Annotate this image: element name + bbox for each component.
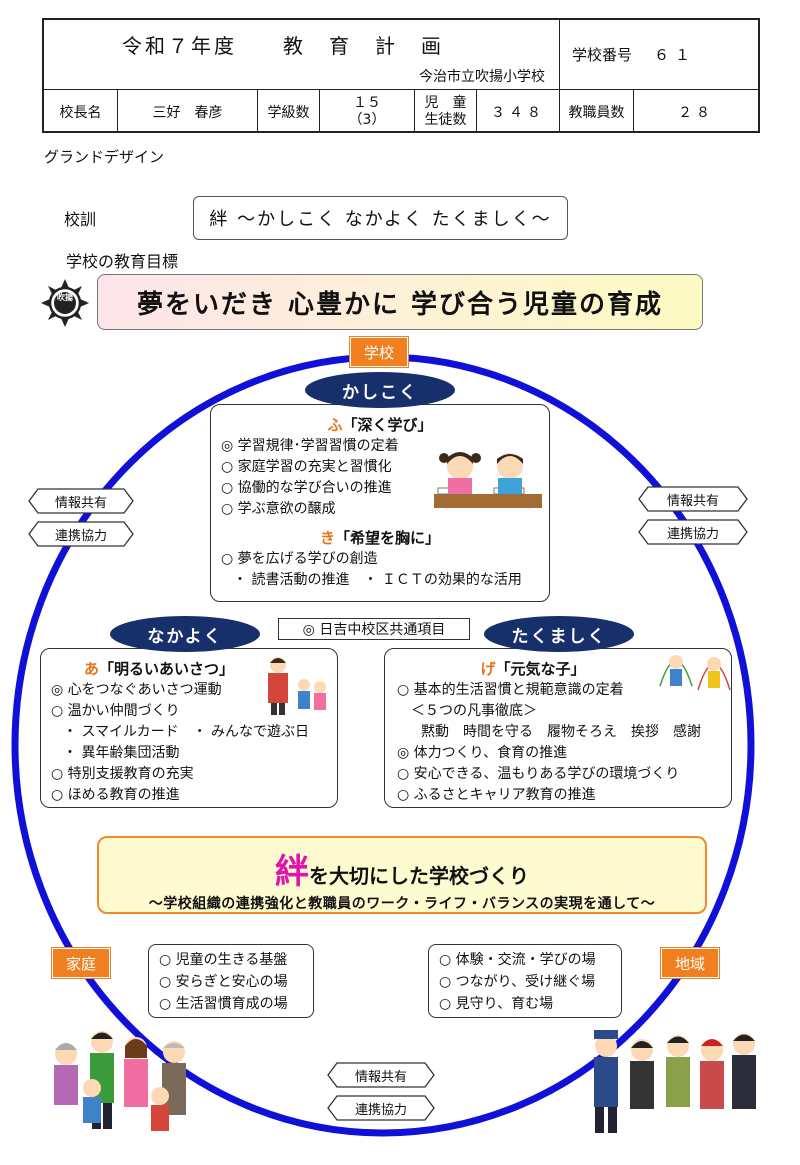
list-item: ○ 安らぎと安心の場 <box>159 974 288 990</box>
common-item: ◎ 日吉中校区共通項目 <box>278 618 470 640</box>
staff-label: 教職員数 <box>560 90 634 133</box>
kizuna-subtitle: ～学校組織の連携強化と教職員のワーク・ライフ・バランスの実現を通して～ <box>148 896 656 912</box>
classes-label: 学級数 <box>258 90 320 133</box>
kizuna-box: 絆を大切にした学校づくり ～学校組織の連携強化と教職員のワーク・ライフ・バランス… <box>97 836 707 914</box>
coop-bottom: 連携協力 <box>327 1095 435 1121</box>
kashikoku-box: ふ「深く学び」 ◎ 学習規律･学習習慣の定着 ○ 家庭学習の充実と習慣化 ○ 協… <box>210 404 550 602</box>
takumashiku-heading: 「元気な子」 <box>495 660 586 678</box>
list-item: 黙動 時間を守る 履物そろえ 挨拶 感謝 <box>421 724 701 740</box>
info-share-right: 情報共有 <box>638 486 748 512</box>
classes-special-value: （3） <box>348 111 386 128</box>
tag-school: 学校 <box>350 337 408 367</box>
kashikoku-heading-2: 「希望を胸に」 <box>335 529 441 547</box>
coop-left: 連携協力 <box>28 521 134 547</box>
principal-label: 校長名 <box>44 90 118 133</box>
students-label-1: 児 童 <box>424 94 467 111</box>
header-table: 令和７年度 教 育 計 画 今治市立吹揚小学校 学校番号 ６１ 校長名 三好 春… <box>42 18 760 133</box>
nakayoku-box: あ「明るいあいさつ」 ◎ 心をつなぐあいさつ運動 ○ 温かい仲間づくり ・ スマ… <box>40 648 338 808</box>
community-people-illustration <box>594 1030 756 1133</box>
kizuna-title: を大切にした学校づくり <box>309 864 529 888</box>
list-item: ◎ 学習規律･学習習慣の定着 <box>221 438 399 454</box>
list-item: ○ 児童の生きる基盤 <box>159 952 288 968</box>
list-item: ○ つながり、受け継ぐ場 <box>439 974 596 990</box>
emblem-text: 吹揚 <box>57 293 73 302</box>
goal-label: 学校の教育目標 <box>66 252 179 271</box>
pill-nakayoku: なかよく <box>110 616 260 652</box>
list-item: ○ 見守り、育む場 <box>439 996 554 1012</box>
list-item: ◎ 心をつなぐあいさつ運動 <box>51 682 222 698</box>
motto-box: 絆 ～かしこく なかよく たくましく～ <box>193 196 568 240</box>
pill-takumashiku: たくましく <box>484 616 634 652</box>
list-item: ・ 読書活動の推進 ・ ＩＣＴの効果的な活用 <box>233 572 522 588</box>
list-item: ○ 特別支援教育の充実 <box>51 766 194 782</box>
info-share-bottom: 情報共有 <box>327 1062 435 1088</box>
list-item: ＜５つの凡事徹底＞ <box>411 703 537 719</box>
list-item: ○ 学ぶ意欲の醸成 <box>221 501 336 517</box>
takumashiku-box: げ「元気な子」 ○ 基本的生活習慣と規範意識の定着 ＜５つの凡事徹底＞ 黙動 時… <box>384 648 732 808</box>
school-number-label: 学校番号 <box>572 46 633 64</box>
students-value: ３４８ <box>477 90 560 133</box>
staff-value: ２８ <box>678 104 714 121</box>
list-item: ○ ほめる教育の推進 <box>51 787 180 803</box>
list-item: ・ 異年齢集団活動 <box>63 745 180 761</box>
motto-label: 校訓 <box>64 210 97 229</box>
coop-right: 連携協力 <box>638 519 748 545</box>
plan-title: 令和７年度 教 育 計 画 <box>122 34 444 58</box>
classes-value: １５ <box>353 94 381 111</box>
list-item: ○ 家庭学習の充実と習慣化 <box>221 459 392 475</box>
list-item: ○ 安心できる、温もりある学びの環境づくり <box>397 766 680 782</box>
school-emblem: 吹揚 <box>40 278 90 328</box>
kizuna-char: 絆 <box>275 852 309 892</box>
studying-children-illustration <box>434 452 542 508</box>
list-item: ○ 生活習慣育成の場 <box>159 996 288 1012</box>
education-goal: 夢をいだき 心豊かに 学び合う児童の育成 <box>97 274 703 330</box>
students-label-2: 生徒数 <box>424 111 467 128</box>
list-item: ○ 夢を広げる学びの創造 <box>221 551 378 567</box>
list-item: ○ 協働的な学び合いの推進 <box>221 480 392 496</box>
tag-region: 地域 <box>661 948 719 978</box>
kashikoku-heading-1: 「深く学び」 <box>342 416 433 434</box>
greeting-people-illustration <box>268 657 326 715</box>
school-name: 今治市立吹揚小学校 <box>419 69 545 85</box>
info-share-left: 情報共有 <box>28 488 134 514</box>
principal-name: 三好 春彦 <box>118 90 258 133</box>
tag-home: 家庭 <box>52 948 110 978</box>
list-item: ○ 体験・交流・学びの場 <box>439 952 596 968</box>
school-number: ６１ <box>654 46 697 64</box>
region-box: ○ 体験・交流・学びの場 ○ つながり、受け継ぐ場 ○ 見守り、育む場 <box>428 944 622 1018</box>
nakayoku-heading: 「明るいあいさつ」 <box>99 660 235 678</box>
list-item: ◎ 体力つくり、食育の推進 <box>397 745 568 761</box>
list-item: ○ ふるさとキャリア教育の推進 <box>397 787 596 803</box>
jump-rope-children-illustration <box>659 655 731 691</box>
list-item: ・ スマイルカード ・ みんなで遊ぶ日 <box>63 724 310 740</box>
section-title: グランドデザイン <box>44 148 165 166</box>
home-box: ○ 児童の生きる基盤 ○ 安らぎと安心の場 ○ 生活習慣育成の場 <box>148 944 314 1018</box>
list-item: ○ 温かい仲間づくり <box>51 703 180 719</box>
pill-kashikoku: かしこく <box>305 372 455 408</box>
family-illustration <box>54 1031 186 1131</box>
list-item: ○ 基本的生活習慣と規範意識の定着 <box>397 682 624 698</box>
